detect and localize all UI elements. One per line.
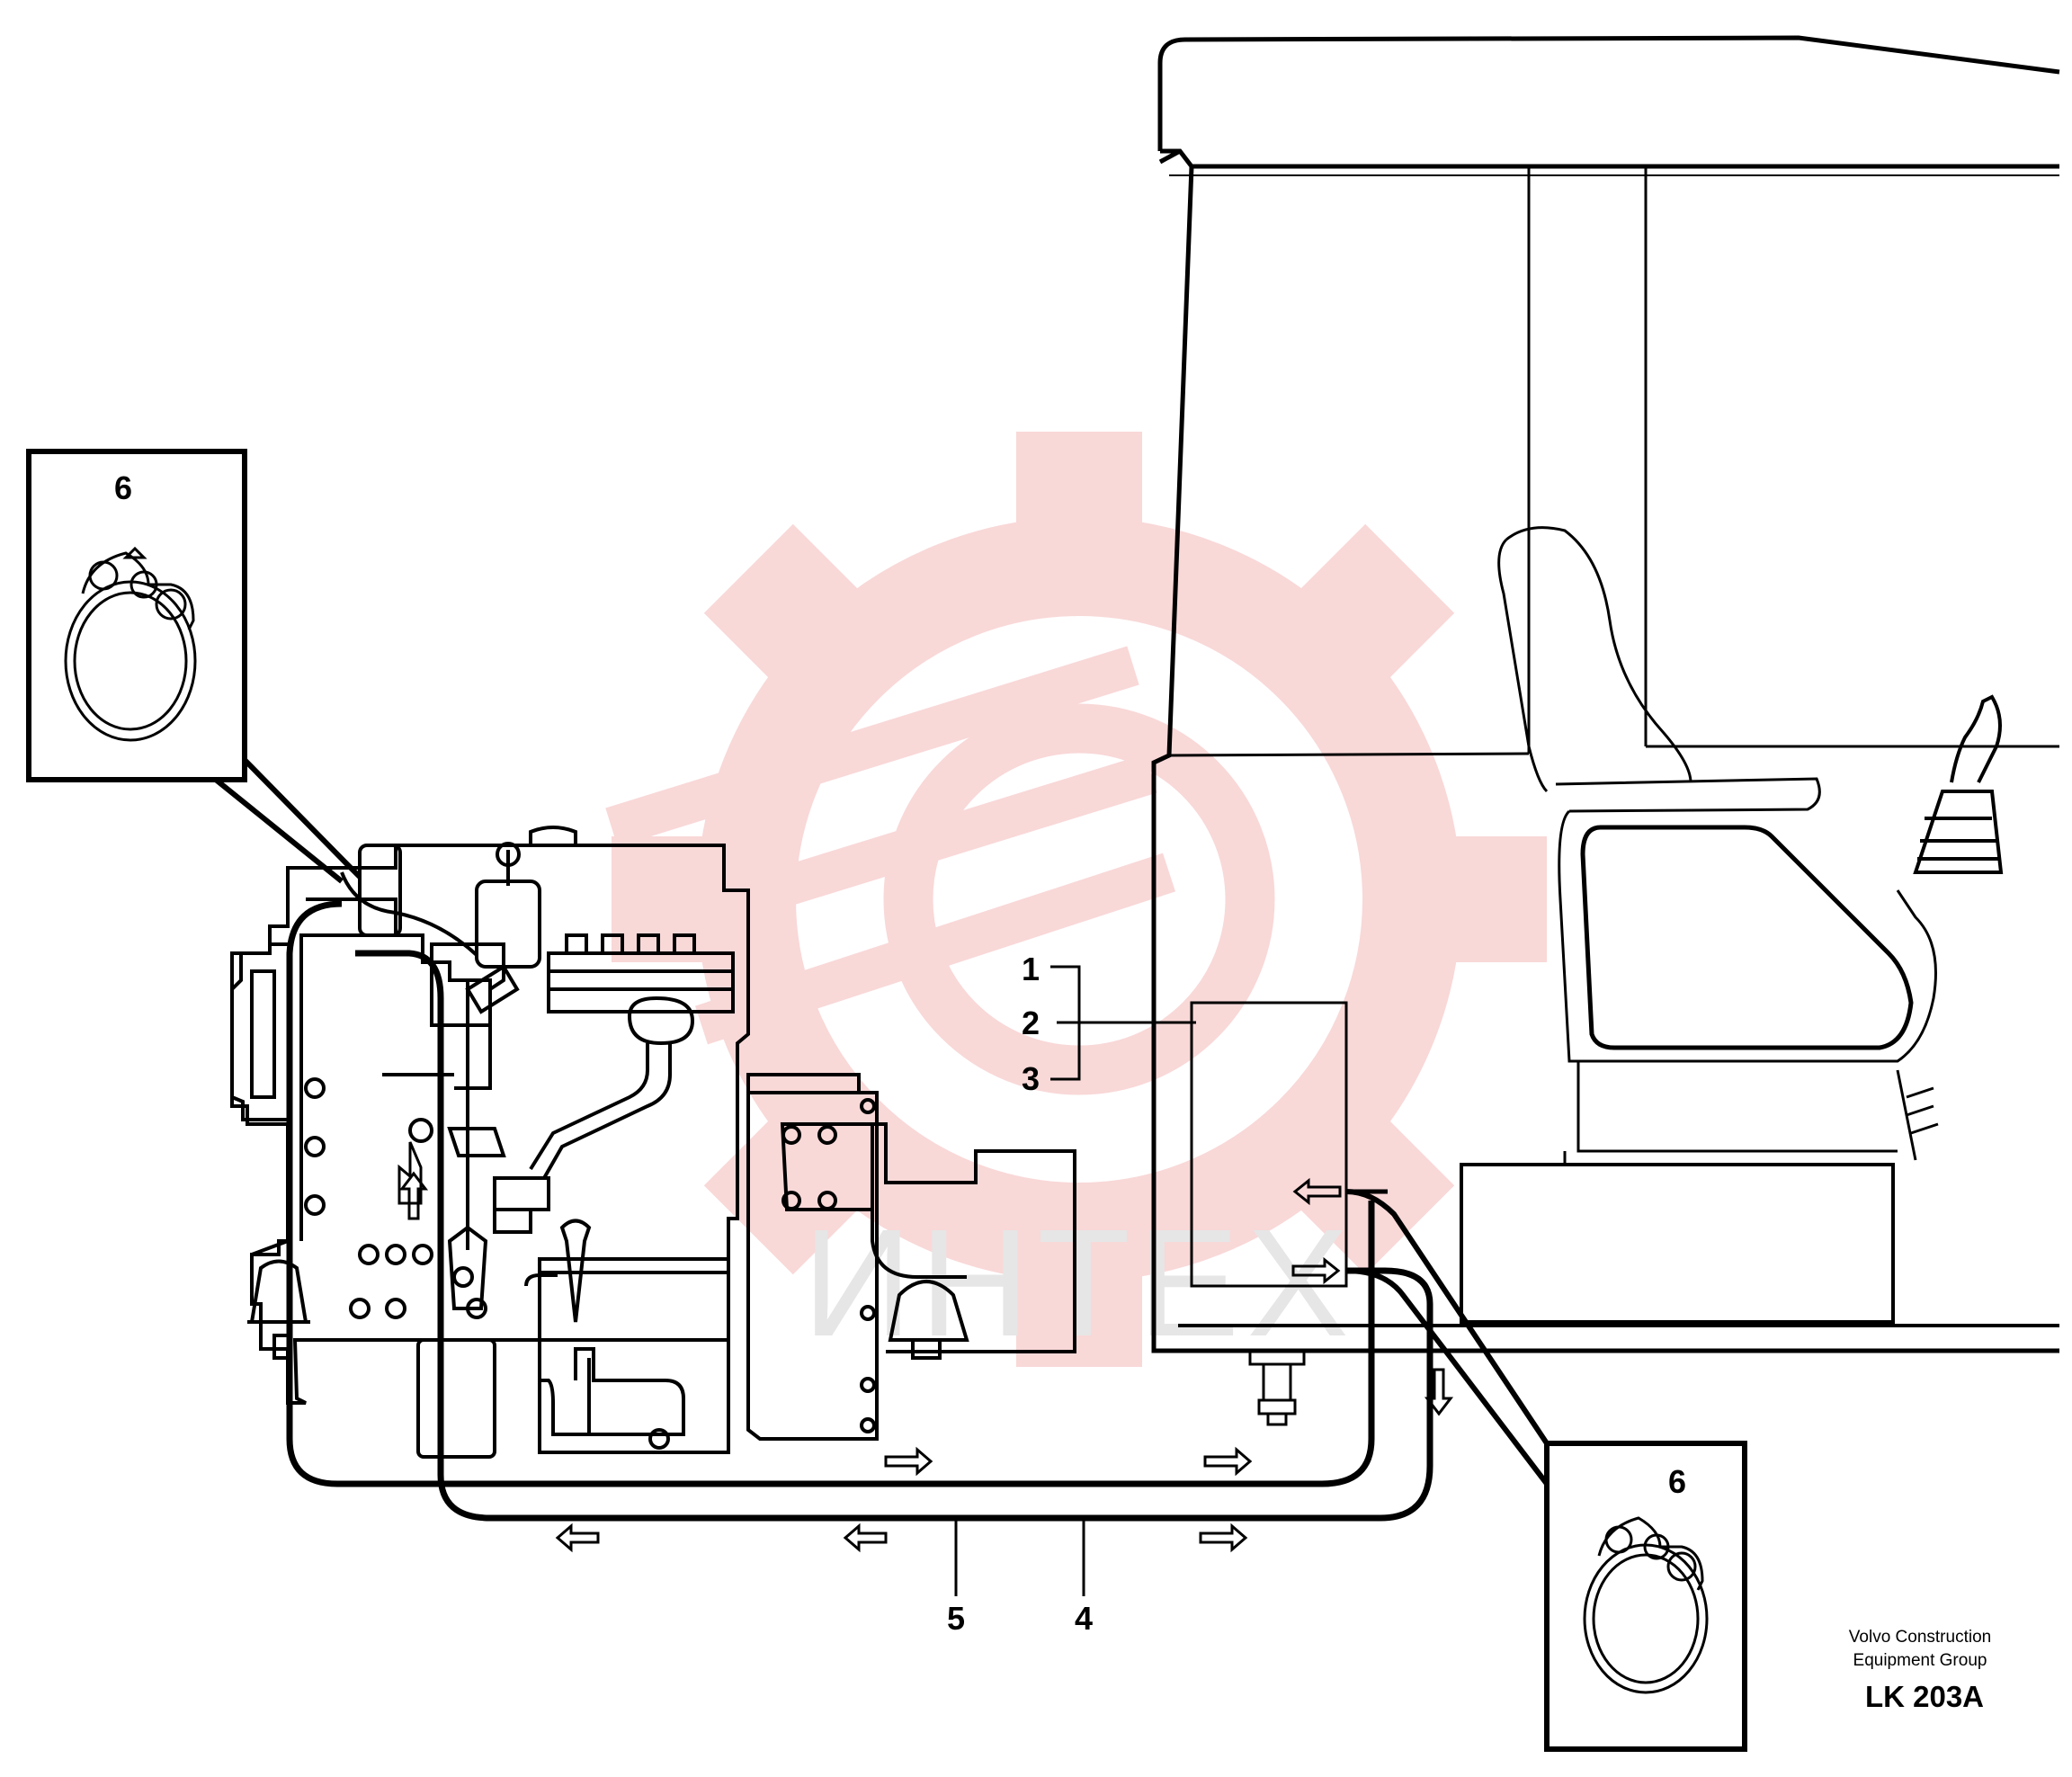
joystick [1913, 694, 2004, 874]
transmission-housing [746, 1073, 1076, 1441]
flow-arrow-up [398, 1171, 429, 1220]
callout-6-right: 6 [1668, 1463, 1686, 1500]
drain-valve [1248, 1349, 1306, 1426]
callout-1: 1 [1022, 951, 1040, 987]
flow-arrow-down [1424, 1368, 1454, 1416]
hose-clamp-icon [1583, 1516, 1709, 1694]
hose-5 [286, 900, 1375, 1487]
flow-arrow-left-2 [843, 1523, 888, 1553]
callout-4: 4 [1075, 1600, 1093, 1637]
callout-6-left: 6 [114, 469, 132, 506]
flow-arrow-left-1 [555, 1523, 600, 1553]
credit-line-2: Equipment Group [1853, 1651, 1987, 1670]
hose-4 [355, 950, 1433, 1522]
fan-shroud [230, 942, 288, 1121]
callout-2: 2 [1022, 1005, 1040, 1041]
operator-seat [1460, 526, 1939, 1324]
flow-arrow-right-3 [1199, 1523, 1248, 1553]
watermark-gear-logo [605, 432, 1547, 1367]
callout-5: 5 [947, 1600, 965, 1637]
engine [230, 826, 750, 1459]
callout-3: 3 [1022, 1060, 1040, 1097]
detail-box-left: 6 [26, 449, 362, 884]
flow-arrow-right-2 [1203, 1446, 1253, 1477]
heater-port-arrows [1291, 1177, 1342, 1285]
detail-box-right: 6 [1345, 1189, 1747, 1752]
cab-structure [1151, 35, 2060, 1353]
callout-leaders [954, 965, 1196, 1596]
hoses [286, 871, 1433, 1522]
flow-arrow-right-1 [884, 1446, 933, 1477]
credit-line-1: Volvo Construction [1849, 1628, 1991, 1647]
watermark-text: ИНТЕХ [802, 1198, 1356, 1369]
flow-arrows [398, 1171, 1454, 1553]
drawing-code: LK 203A [1865, 1680, 1984, 1713]
hose-clamp-icon [64, 546, 197, 742]
heater-unit [1190, 1001, 1348, 1288]
